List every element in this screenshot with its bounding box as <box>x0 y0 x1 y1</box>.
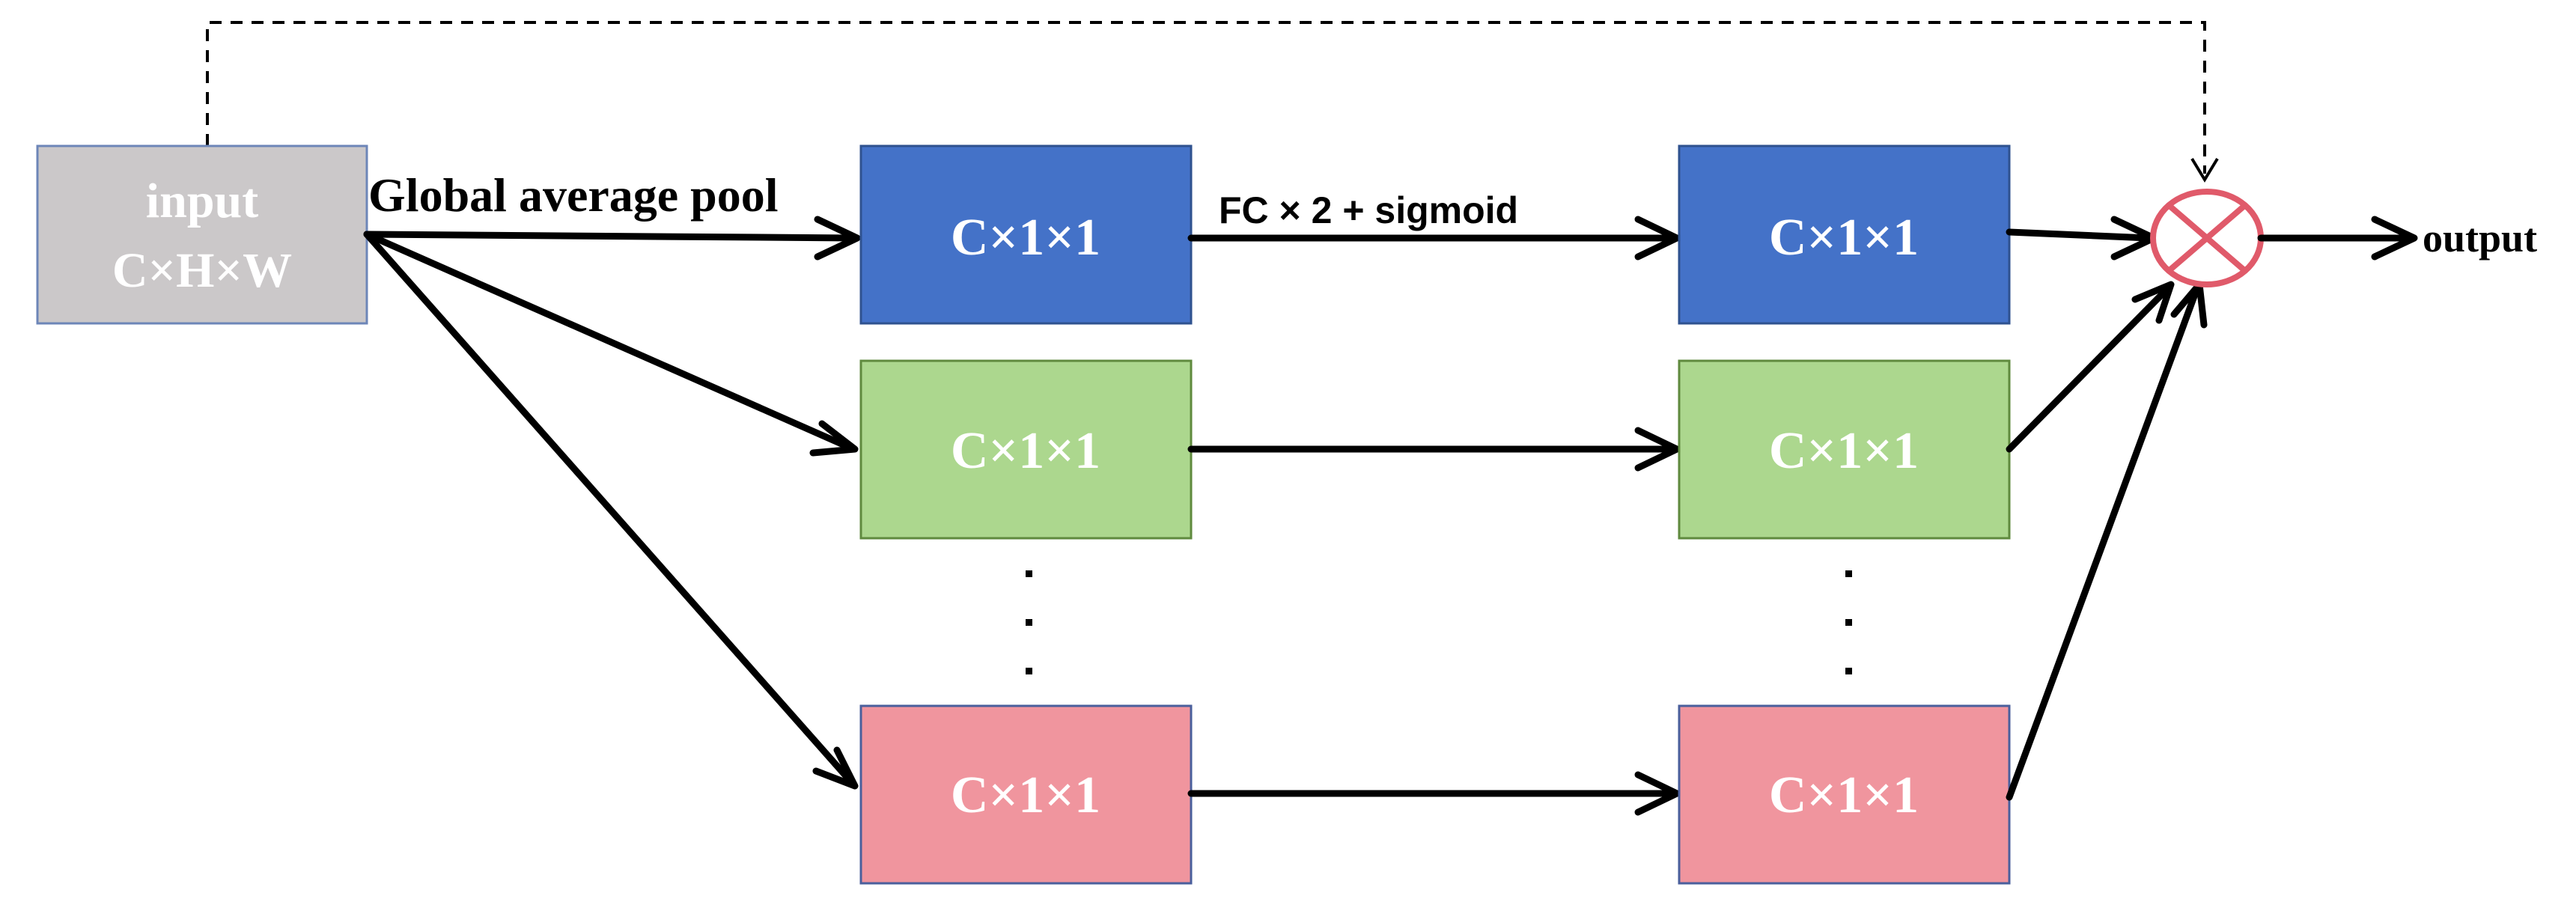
arrowhead-input-to-blue <box>814 216 861 260</box>
skip-connection-arrowhead <box>2190 157 2219 183</box>
input-label: input <box>146 174 258 228</box>
arrowhead-pink-fc <box>1634 771 1681 816</box>
input-box <box>36 144 368 325</box>
left-vertical-ellipsis-icon <box>1026 570 1032 674</box>
arrow-input-to-blue <box>363 231 857 242</box>
arrow-green-to-multiply <box>2006 284 2172 453</box>
arrow-input-to-green <box>363 231 857 453</box>
right-vertical-ellipsis-icon <box>1845 570 1852 674</box>
fc-arrows <box>1187 216 1681 816</box>
left-box-pink-label: C×1×1 <box>951 767 1100 824</box>
arrowhead-output <box>2371 216 2418 260</box>
left-box-pink <box>859 704 1193 885</box>
skip-connection <box>206 21 2219 183</box>
left-box-green-label: C×1×1 <box>951 422 1100 480</box>
multiply-cross-2 <box>2167 203 2247 273</box>
arrow-blue-to-multiply <box>2006 228 2152 242</box>
right-box-blue <box>1678 144 2011 325</box>
arrowhead-input-to-green <box>809 420 859 457</box>
input-shape-label: C×H×W <box>112 243 292 298</box>
left-box-green <box>859 359 1193 540</box>
right-box-green <box>1678 359 2011 540</box>
fc-sigmoid-label: FC × 2 + sigmoid <box>1219 189 1518 231</box>
right-box-green-label: C×1×1 <box>1769 422 1919 480</box>
arrow-pink-to-multiply <box>2006 284 2201 801</box>
merge-arrows <box>2006 216 2208 801</box>
output-arrow <box>2257 216 2418 260</box>
right-box-blue-label: C×1×1 <box>1769 209 1919 266</box>
left-column: C×1×1 C×1×1 C×1×1 <box>859 144 1193 885</box>
arrowhead-green-to-multiply <box>2131 281 2175 324</box>
output-label: output <box>2423 216 2537 260</box>
global-average-pool-label: Global average pool <box>368 168 779 222</box>
arrowhead-blue-fc <box>1634 216 1681 260</box>
circled-multiply-icon <box>2150 189 2264 287</box>
skip-connection-line <box>206 21 2206 174</box>
arrowhead-input-to-pink <box>812 746 859 790</box>
left-box-blue-label: C×1×1 <box>951 209 1100 266</box>
left-box-blue <box>859 144 1193 325</box>
input-node: input C×H×W <box>36 144 368 325</box>
right-box-pink-label: C×1×1 <box>1769 767 1919 824</box>
arrowhead-green-fc <box>1634 427 1681 472</box>
right-box-pink <box>1678 704 2011 885</box>
arrow-input-to-pink <box>363 231 857 788</box>
gap-arrows <box>363 216 861 790</box>
right-column: C×1×1 C×1×1 C×1×1 <box>1678 144 2011 885</box>
